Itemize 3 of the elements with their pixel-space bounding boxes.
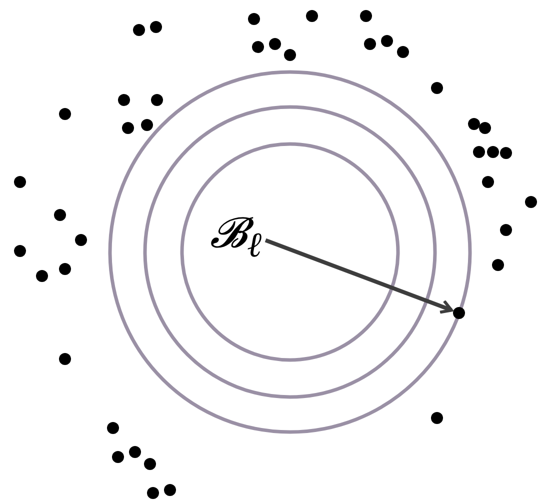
- arrow: [264, 238, 453, 314]
- data-point: [453, 307, 465, 319]
- symbol-label: 𝓑$_{ℓ}$: [210, 212, 262, 264]
